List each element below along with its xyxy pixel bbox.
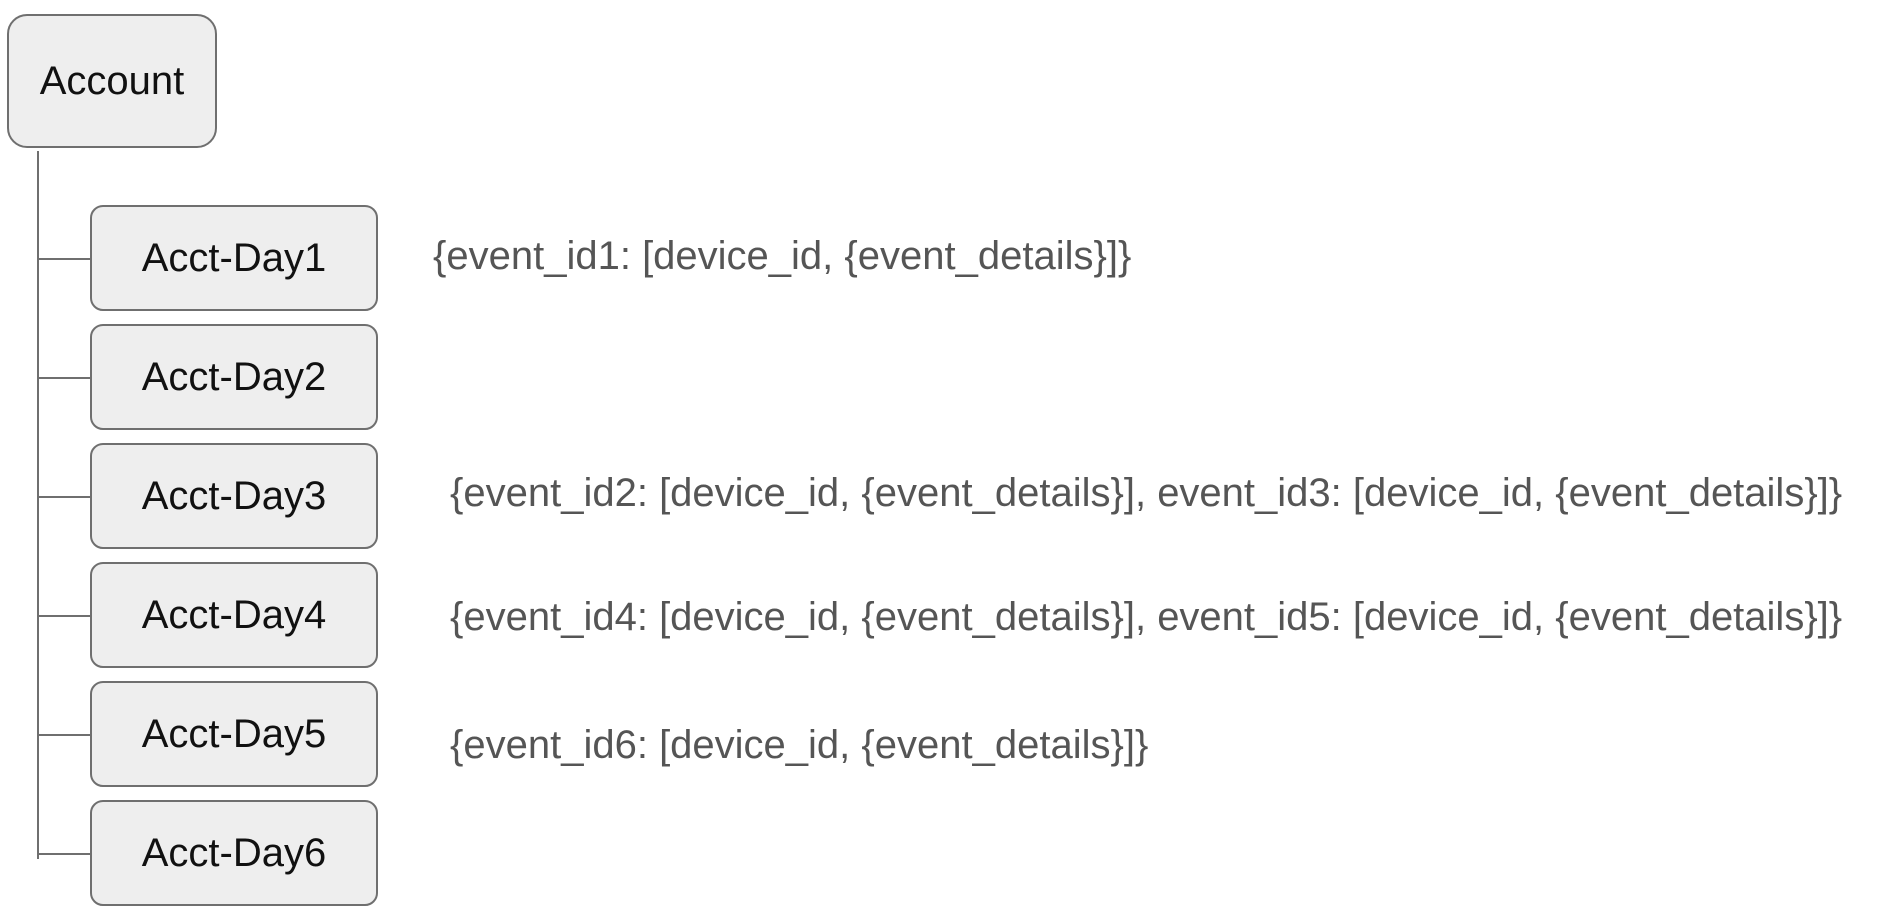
- branch-connector-day1: [37, 258, 90, 260]
- acct-day5-label: Acct-Day5: [141, 712, 327, 756]
- branch-connector-day3: [37, 496, 90, 498]
- account-node-label: Account: [39, 59, 185, 103]
- acct-day4-events-text: {event_id4: [device_id, {event_details}]…: [450, 595, 1843, 639]
- acct-day5-node: Acct-Day5: [90, 681, 378, 787]
- acct-day4-node: Acct-Day4: [90, 562, 378, 668]
- acct-day2-label: Acct-Day2: [141, 355, 327, 399]
- acct-day3-label: Acct-Day3: [141, 474, 327, 518]
- acct-day6-label: Acct-Day6: [141, 831, 327, 875]
- branch-connector-day5: [37, 734, 90, 736]
- branch-connector-day2: [37, 377, 90, 379]
- acct-day4-label: Acct-Day4: [141, 593, 327, 637]
- branch-connector-day4: [37, 615, 90, 617]
- acct-day1-events-text: {event_id1: [device_id, {event_details}]…: [433, 234, 1132, 278]
- acct-day3-node: Acct-Day3: [90, 443, 378, 549]
- hierarchy-trunk-connector: [37, 151, 39, 859]
- acct-day1-label: Acct-Day1: [141, 236, 327, 280]
- acct-day6-node: Acct-Day6: [90, 800, 378, 906]
- acct-day3-events-text: {event_id2: [device_id, {event_details}]…: [450, 471, 1843, 515]
- acct-day5-events-text: {event_id6: [device_id, {event_details}]…: [450, 723, 1149, 767]
- acct-day1-node: Acct-Day1: [90, 205, 378, 311]
- branch-connector-day6: [37, 853, 90, 855]
- account-node: Account: [7, 14, 217, 148]
- acct-day2-node: Acct-Day2: [90, 324, 378, 430]
